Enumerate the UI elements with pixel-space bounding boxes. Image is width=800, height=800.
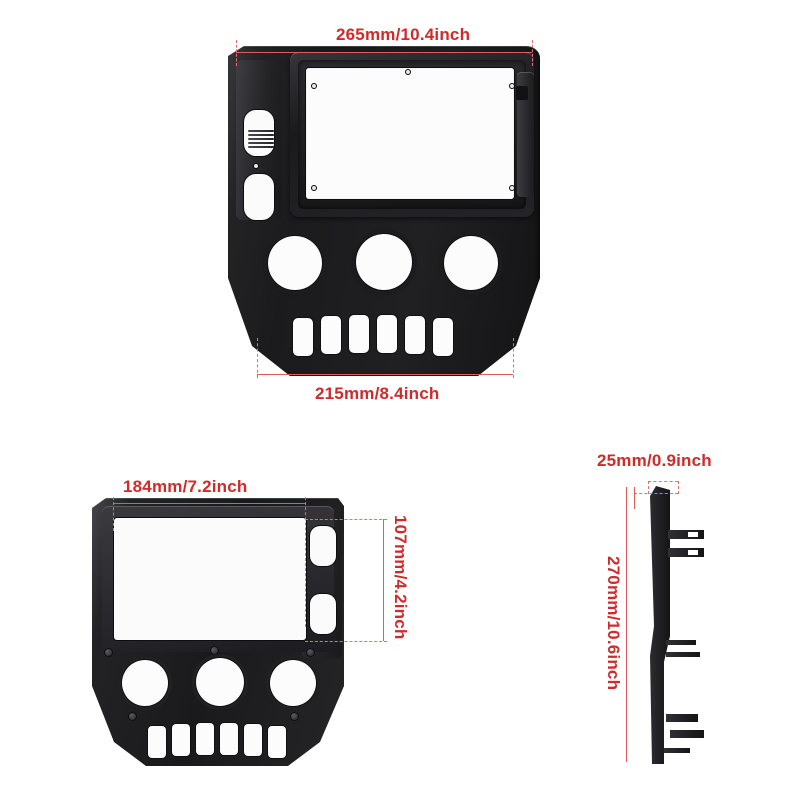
rear-round-opening-left	[122, 660, 168, 706]
extension-line-front-width-right	[532, 40, 533, 66]
screw-hole-bottom-right	[510, 186, 514, 190]
dimension-label-depth: 25mm/0.9inch	[597, 451, 712, 470]
button-slot-4	[377, 315, 397, 353]
extension-line-opening-width-right	[305, 497, 306, 627]
front-body-clip	[228, 46, 540, 376]
rear-button-slot-1	[148, 726, 166, 758]
extension-line-opening-height-bottom	[305, 641, 387, 642]
rear-button-slot-6	[268, 726, 286, 758]
rear-round-opening-center	[196, 658, 244, 706]
mounting-tab-1-slot	[688, 532, 698, 537]
screw-hole-top-left	[312, 84, 316, 88]
round-opening-right	[444, 236, 498, 290]
right-mounting-rail	[517, 72, 534, 197]
dimension-label-opening-height: 107mm/4.2inch	[391, 515, 410, 640]
vent-slot-upper	[244, 110, 274, 156]
screw-hole-bottom-left	[312, 186, 316, 190]
rear-angled-view	[92, 498, 344, 766]
dimension-line-front-bottom-width	[257, 374, 513, 375]
dimension-line-opening-width	[113, 503, 305, 504]
mounting-tab-1	[668, 530, 704, 539]
extension-line-depth-bottom	[634, 493, 678, 494]
rear-round-opening-right	[270, 660, 316, 706]
screw-hole-top	[406, 70, 410, 74]
dimension-line-opening-height	[383, 519, 384, 641]
extension-line-depth-left	[648, 481, 649, 494]
round-opening-left	[268, 236, 322, 290]
extension-line-opening-height-top	[305, 519, 387, 520]
pillar-screw-hole	[254, 164, 258, 168]
screw-boss-left	[104, 648, 113, 657]
rear-button-slot-3	[196, 723, 214, 755]
extension-line-front-bottom-right	[513, 338, 514, 378]
screen-opening	[306, 68, 514, 199]
dimension-label-front-bottom-width: 215mm/8.4inch	[315, 384, 440, 403]
rear-button-slot-5	[244, 724, 262, 756]
dimension-tick-depth-left	[634, 487, 635, 509]
rear-vent-slot-upper	[310, 526, 336, 566]
screw-boss-center-top	[210, 646, 219, 655]
dimension-label-opening-width: 184mm/7.2inch	[123, 477, 248, 496]
mounting-tab-3	[666, 640, 696, 645]
side-spine	[650, 486, 670, 764]
mounting-tab-7	[664, 748, 690, 753]
button-slot-2	[321, 316, 341, 354]
extension-line-depth-right	[678, 481, 679, 494]
round-opening-center	[356, 234, 412, 290]
screw-boss-right	[306, 648, 315, 657]
rear-button-slot-4	[220, 723, 238, 755]
front-view	[228, 46, 540, 376]
dimension-line-front-width	[236, 52, 532, 53]
mounting-tab-2	[668, 548, 704, 557]
screw-boss-lower-right	[290, 712, 299, 721]
rear-vent-slot-lower	[310, 594, 336, 634]
screw-boss-lower-left	[128, 712, 137, 721]
button-slot-3	[349, 315, 369, 353]
mounting-tab-6	[670, 730, 704, 738]
mounting-tab-4	[666, 652, 700, 657]
rear-button-slot-2	[172, 724, 190, 756]
mounting-tab-2-slot	[688, 550, 698, 555]
dimension-label-front-width: 265mm/10.4inch	[336, 25, 471, 44]
button-slot-5	[405, 316, 425, 354]
screw-hole-top-right	[510, 84, 514, 88]
extension-line-front-width-left	[236, 40, 237, 66]
dimension-line-overall-height	[626, 487, 627, 762]
button-slot-6	[433, 318, 453, 356]
vent-slot-lower	[244, 174, 274, 220]
side-profile-view	[640, 486, 716, 764]
extension-line-front-bottom-left	[257, 338, 258, 378]
grille-ribs	[248, 130, 274, 152]
extension-line-opening-width-left	[113, 497, 114, 531]
button-slot-1	[293, 318, 313, 356]
rear-screen-opening	[114, 518, 306, 640]
extension-line-depth-top	[648, 481, 678, 482]
dimension-label-overall-height: 270mm/10.6inch	[604, 556, 623, 691]
mounting-tab-5	[666, 714, 698, 722]
rail-notch	[516, 86, 528, 100]
